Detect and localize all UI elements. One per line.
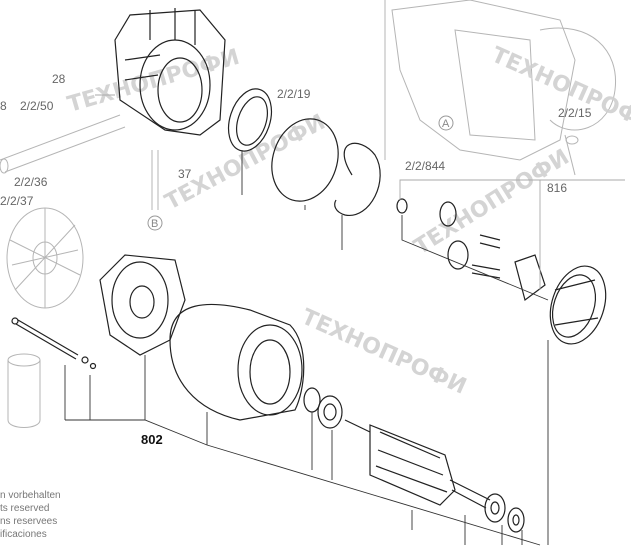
- ghost-cylinder-part: [7, 353, 41, 428]
- field-stator: [169, 303, 305, 421]
- label-part-816: 816: [547, 181, 567, 195]
- footer-line-1: n vorbehalten: [0, 490, 61, 501]
- label-part-2-2-19: 2/2/19: [277, 87, 311, 101]
- leader-lines: [64, 94, 625, 546]
- footer-line-2: ts reserved: [0, 503, 49, 514]
- armature: [344, 419, 491, 509]
- label-part-2-2-37: 2/2/37: [0, 194, 34, 208]
- watermark-text-2: ТЕХНОПРОФИ: [161, 110, 330, 215]
- marker-a: A: [438, 115, 454, 131]
- end-bell-housing: [99, 254, 186, 356]
- bearing-3: [484, 493, 506, 523]
- footer-line-3: ns reservees: [0, 516, 57, 527]
- label-part-8: 8: [0, 99, 7, 113]
- ghost-gearbox-housing: [384, 0, 617, 161]
- bearing-2: [317, 395, 343, 429]
- footer-notice: n vorbehalten ts reserved ns reservees i…: [0, 490, 61, 540]
- watermark-text-4: ТЕХНОПРОФИ: [488, 43, 631, 138]
- label-part-2-2-15: 2/2/15: [558, 106, 592, 120]
- ghost-shaft: [0, 114, 126, 174]
- ghost-pin-b: [151, 150, 159, 210]
- marker-a-text: A: [442, 118, 450, 130]
- bearing-ring-1: [227, 88, 273, 152]
- label-part-2-2-50: 2/2/50: [20, 99, 54, 113]
- small-o-ring: [303, 387, 321, 413]
- marker-b-text: B: [151, 218, 158, 230]
- o-ring-large: [271, 118, 339, 202]
- label-part-2-2-844: 2/2/844: [405, 159, 445, 173]
- ring-gear: [549, 265, 607, 345]
- footer-line-4: ificaciones: [0, 529, 47, 540]
- ghost-fan: [6, 207, 84, 309]
- marker-b: B: [147, 215, 163, 231]
- label-part-802: 802: [141, 432, 163, 447]
- snap-ring: [334, 142, 381, 216]
- label-part-37: 37: [178, 167, 192, 181]
- label-part-2-2-36: 2/2/36: [14, 175, 48, 189]
- label-part-28: 28: [52, 72, 66, 86]
- watermark-text-3: ТЕХНОПРОФИ: [298, 305, 470, 400]
- ghost-pin-816: [564, 134, 579, 176]
- long-screw: [11, 317, 97, 370]
- brush-holder-housing: [114, 8, 226, 136]
- gear-set: [396, 198, 546, 302]
- washer: [507, 507, 525, 533]
